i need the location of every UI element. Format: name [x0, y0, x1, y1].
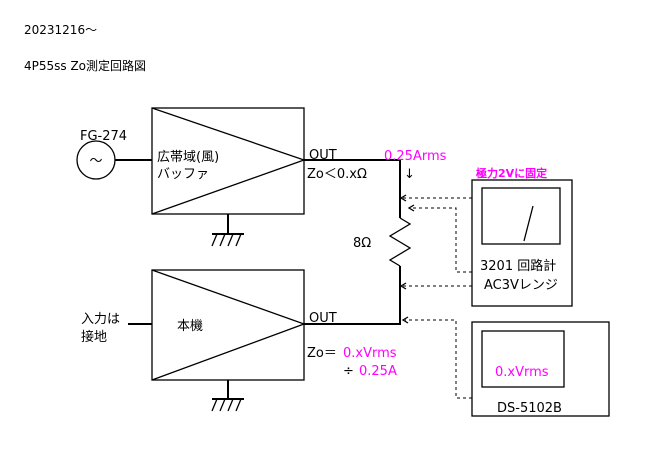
- resistor-icon: [388, 217, 412, 267]
- wire-to-dut-out: [304, 266, 401, 325]
- ac-source-icon: ～: [89, 154, 102, 169]
- buffer-name-line1: 広帯域(風): [157, 150, 219, 165]
- current-arrow-icon: ↓: [404, 167, 415, 182]
- dut-box: [151, 269, 305, 381]
- date-text: 20231216～: [24, 23, 97, 37]
- meter-note: 極力2Vに固定: [475, 166, 547, 180]
- dut-input-note-line1: 入力は: [81, 312, 120, 327]
- buffer-amplifier: 広帯域(風) バッファ: [151, 107, 306, 215]
- dut-zo-value: 0.xVrms: [343, 346, 397, 361]
- meter-dial: [481, 187, 561, 245]
- scope-reading: 0.xVrms: [495, 365, 549, 380]
- current-value: 0.25Arms: [384, 149, 447, 164]
- meter: 3201 回路計 AC3Vレンジ: [471, 179, 573, 307]
- dut-ground-icon: [211, 380, 244, 412]
- buffer-out-label: OUT: [309, 148, 337, 163]
- buffer-name-line2: バッファ: [157, 167, 209, 182]
- dut-triangle-icon: [151, 269, 306, 381]
- oscilloscope: 0.xVrms DS-5102B: [471, 321, 610, 417]
- wire-buffer-out: [304, 159, 401, 218]
- buffer-zo-text: Zo＜0.xΩ: [307, 167, 367, 182]
- scope-label: DS-5102B: [497, 401, 562, 416]
- dut-name: 本機: [177, 319, 203, 334]
- probe-lines: [399, 194, 472, 399]
- meter-range: AC3Vレンジ: [484, 278, 558, 293]
- dut-zo-prefix: Zo＝: [307, 346, 337, 361]
- buffer-ground-icon: [211, 214, 244, 247]
- scope-screen: [481, 330, 565, 388]
- scope-box: [471, 321, 610, 417]
- dut-zo-divider-prefix: ÷: [343, 364, 354, 379]
- generator: ～: [76, 140, 116, 180]
- meter-box: [471, 179, 573, 307]
- resistor-label: 8Ω: [353, 236, 371, 251]
- generator-label: FG-274: [80, 129, 127, 144]
- dut-zo-divider-value: 0.25A: [359, 364, 397, 379]
- dut-input-note-line2: 接地: [81, 329, 107, 345]
- dut-out-label: OUT: [309, 311, 337, 326]
- diagram-title: 4P55ss Zo測定回路図: [24, 58, 146, 73]
- meter-name: 3201 回路計: [480, 258, 556, 274]
- meter-needle-icon: [523, 205, 534, 242]
- dut-amplifier: 本機: [151, 269, 306, 381]
